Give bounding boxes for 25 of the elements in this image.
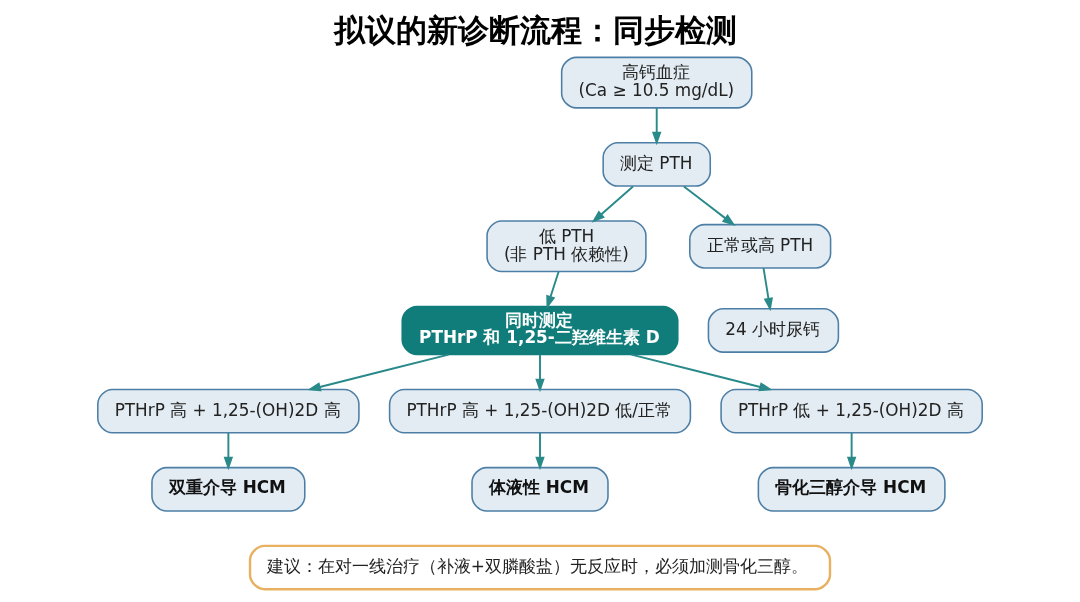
node-box: 正常或高 PTH	[689, 223, 832, 269]
arrow	[591, 185, 634, 223]
node-box: 建议：在对一线治疗（补液+双膦酸盐）无反应时，必须加测骨化三醇。	[248, 544, 832, 591]
node-box: 同时测定 PTHrP 和 1,25-二羟维生素 D	[401, 305, 679, 356]
arrow	[546, 270, 560, 309]
node-box: 24 小时尿钙	[707, 308, 840, 353]
node-box: PTHrP 高 + 1,25-(OH)2D 高	[97, 388, 360, 434]
arrow	[223, 432, 234, 471]
arrow	[630, 353, 773, 392]
node-box: 测定 PTH	[602, 142, 712, 187]
node-box: PTHrP 高 + 1,25-(OH)2D 低/正常	[388, 388, 692, 434]
arrow	[535, 432, 545, 471]
node-box: 高钙血症 (Ca ≥ 10.5 mg/dL)	[560, 56, 753, 109]
node-box: 骨化三醇介导 HCM	[757, 466, 946, 512]
arrow	[682, 185, 736, 227]
node-box: PTHrP 低 + 1,25-(OH)2D 高	[720, 388, 983, 434]
node-box: 双重介导 HCM	[151, 466, 306, 512]
node-box: 低 PTH (非 PTH 依赖性)	[486, 220, 647, 273]
arrow	[307, 353, 450, 392]
arrow	[535, 353, 545, 393]
diagram-title: 拟议的新诊断流程：同步检测	[334, 12, 738, 49]
node-box: 体液性 HCM	[471, 466, 609, 512]
arrow	[762, 267, 773, 312]
arrow	[651, 107, 662, 146]
arrow	[846, 432, 857, 471]
